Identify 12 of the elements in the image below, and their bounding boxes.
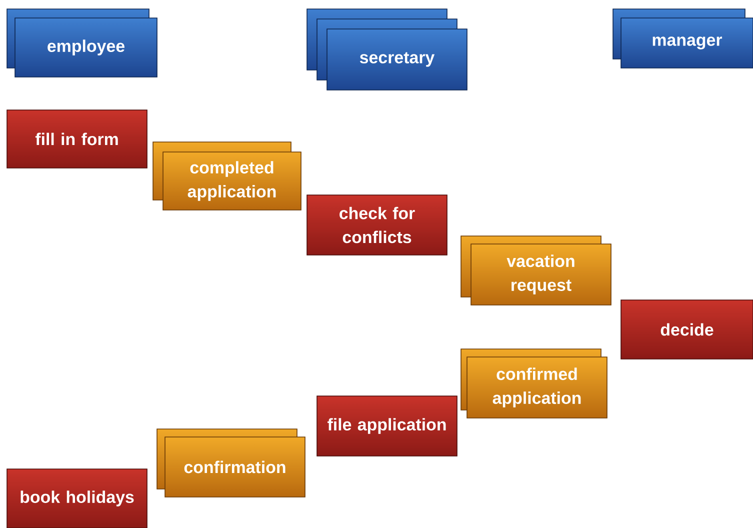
document-box: vacation request <box>460 236 612 306</box>
task-box: fill in form <box>6 110 148 168</box>
task-box: decide <box>620 300 753 360</box>
role-box: manager <box>612 8 753 68</box>
task-box: file application <box>316 396 458 456</box>
role-box: secretary <box>306 8 468 90</box>
role-box: employee <box>6 8 158 78</box>
document-box: confirmation <box>156 428 306 498</box>
task-box: check for conflicts <box>306 194 448 256</box>
document-box: confirmed application <box>460 348 608 418</box>
document-box: completed application <box>152 142 302 210</box>
task-box: book holidays <box>6 468 148 528</box>
